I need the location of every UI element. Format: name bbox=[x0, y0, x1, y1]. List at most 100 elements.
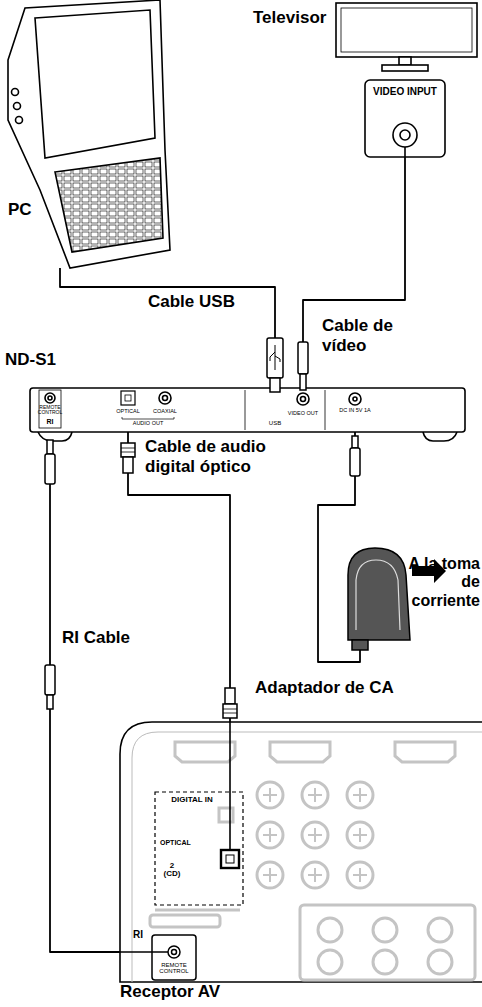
tv-drawing bbox=[365, 80, 445, 157]
cable-label: Cable USB bbox=[148, 292, 235, 312]
cable-connector bbox=[60, 268, 275, 388]
ac-adapter-drawing bbox=[348, 436, 446, 650]
panel-label: REMOTE CONTROL bbox=[37, 405, 63, 416]
nd-s1-drawing bbox=[301, 397, 306, 402]
nd-s1-drawing bbox=[349, 393, 361, 405]
nd-s1-drawing bbox=[121, 391, 135, 405]
ac-adapter-drawing bbox=[350, 448, 360, 476]
panel-label: OPTICAL bbox=[160, 839, 210, 846]
optical-plug bbox=[223, 713, 237, 714]
panel-label: VIDEO OUT bbox=[286, 411, 320, 417]
receiver-drawing bbox=[132, 732, 482, 982]
receiver-grey-parts bbox=[373, 918, 397, 942]
node-text: VIDEO INPUT bbox=[370, 86, 440, 98]
panel-label: RI bbox=[126, 930, 150, 941]
receiver-grey-parts bbox=[395, 742, 455, 762]
ri-plug bbox=[45, 440, 55, 709]
tv-drawing bbox=[399, 57, 411, 65]
receiver-node: Receptor AV bbox=[120, 722, 480, 982]
remote-control-jack bbox=[120, 951, 168, 953]
ri-plug bbox=[47, 440, 53, 454]
usb-plug bbox=[267, 338, 283, 392]
nd-s1-drawing bbox=[245, 390, 246, 430]
optical-plug bbox=[225, 688, 235, 704]
ac-adapter-drawing bbox=[352, 640, 368, 650]
nd-s1-drawing bbox=[30, 388, 465, 441]
laptop-drawing bbox=[8, 0, 170, 268]
node-heading: Receptor AV bbox=[120, 982, 220, 1002]
receiver-grey-parts bbox=[318, 918, 342, 942]
node-heading: PC bbox=[8, 200, 32, 220]
tv-drawing bbox=[341, 8, 472, 52]
laptop-drawing bbox=[55, 158, 163, 252]
node-heading: ND-S1 bbox=[5, 350, 56, 370]
laptop-drawing bbox=[12, 89, 19, 96]
laptop-drawing bbox=[35, 10, 155, 158]
laptop-drawing bbox=[8, 0, 170, 268]
panel-label: 2 (CD) bbox=[161, 862, 183, 879]
ri-plug bbox=[47, 695, 53, 709]
tv-drawing bbox=[382, 65, 428, 71]
node-heading: Televisor bbox=[253, 8, 326, 28]
tv-drawing bbox=[393, 123, 417, 147]
adapter-node: Adaptador de CA bbox=[340, 545, 412, 640]
panel-label: REMOTE CONTROL bbox=[154, 962, 194, 975]
nd-s1-drawing bbox=[297, 393, 309, 405]
digital-in-panel bbox=[226, 855, 234, 863]
panel-label: RI bbox=[40, 418, 60, 425]
optical-plug bbox=[123, 457, 133, 473]
video-plug bbox=[298, 342, 308, 390]
receiver-drawing bbox=[120, 722, 482, 982]
panel-label: A la toma de corriente bbox=[408, 555, 480, 610]
video-plug bbox=[300, 374, 306, 390]
nd-s1-drawing bbox=[159, 392, 171, 404]
nd-s1-drawing bbox=[125, 395, 131, 401]
usb-plug bbox=[267, 338, 283, 378]
panel-label: USB bbox=[260, 420, 290, 426]
receiver-grey-parts bbox=[428, 918, 452, 942]
remote-control-jack bbox=[172, 950, 177, 955]
receiver-grey-parts bbox=[318, 950, 342, 974]
tv-drawing bbox=[336, 3, 477, 57]
receiver-grey-parts bbox=[270, 742, 330, 762]
panel-label: OPTICAL bbox=[113, 409, 143, 415]
remote-control-jack bbox=[120, 935, 196, 980]
optical-plug bbox=[223, 704, 237, 718]
digital-in-panel bbox=[221, 850, 239, 868]
ri-plug bbox=[45, 454, 55, 484]
optical-plug bbox=[121, 443, 237, 718]
panel-label: DC IN 5V 1A bbox=[335, 408, 375, 414]
video-plug bbox=[298, 342, 308, 374]
ac-adapter-drawing bbox=[356, 560, 400, 630]
nd-s1-drawing bbox=[48, 396, 52, 400]
tv-drawing bbox=[400, 130, 410, 140]
ac-adapter-drawing bbox=[352, 436, 358, 448]
nd-s1-drawing bbox=[45, 393, 55, 403]
optical-plug bbox=[121, 448, 135, 449]
digital-in-panel bbox=[155, 722, 243, 905]
nd-s1-drawing bbox=[30, 388, 465, 432]
panel-label: DIGITAL IN bbox=[162, 796, 222, 804]
cable-connector bbox=[50, 432, 120, 952]
tv-drawing bbox=[336, 3, 477, 157]
optical-plug bbox=[121, 443, 135, 457]
remote-control-jack bbox=[152, 935, 196, 980]
receiver-grey-parts bbox=[150, 742, 475, 980]
device-node: ND-S1 bbox=[30, 388, 465, 432]
receiver-drawing bbox=[120, 722, 482, 982]
nd-s1-drawing bbox=[353, 397, 357, 401]
cable-label: Cable de vídeo bbox=[322, 316, 417, 355]
nd-s1-drawing bbox=[122, 417, 174, 419]
laptop-drawing bbox=[16, 117, 23, 124]
receiver-grey-parts bbox=[219, 808, 233, 822]
nd-s1-drawing bbox=[38, 432, 72, 441]
optical-plug bbox=[121, 452, 135, 453]
digital-in-panel bbox=[229, 722, 231, 850]
receiver-grey-parts bbox=[155, 909, 240, 912]
node-heading: Adaptador de CA bbox=[255, 678, 394, 698]
panel-label: COAXIAL bbox=[150, 409, 180, 415]
nd-s1-drawing bbox=[325, 390, 326, 430]
panel-label: AUDIO OUT bbox=[123, 421, 173, 427]
usb-plug bbox=[270, 378, 280, 392]
